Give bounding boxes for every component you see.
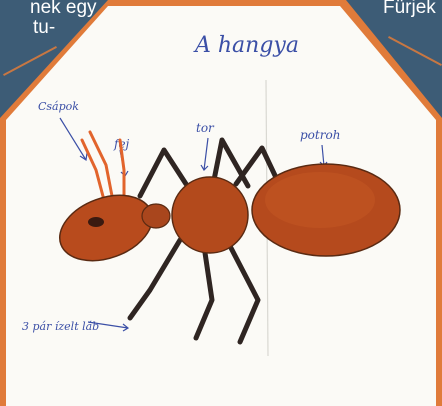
label-antennae: Csápok — [38, 100, 79, 113]
ant-eye — [88, 217, 104, 227]
ant-neck — [142, 204, 170, 228]
label-abdomen: potroh — [300, 128, 340, 142]
drawing-title: A hangya — [193, 33, 299, 58]
ant-thorax — [172, 177, 248, 253]
label-legs: 3 pár ízelt láb — [22, 320, 99, 333]
label-thorax: tor — [196, 121, 215, 135]
